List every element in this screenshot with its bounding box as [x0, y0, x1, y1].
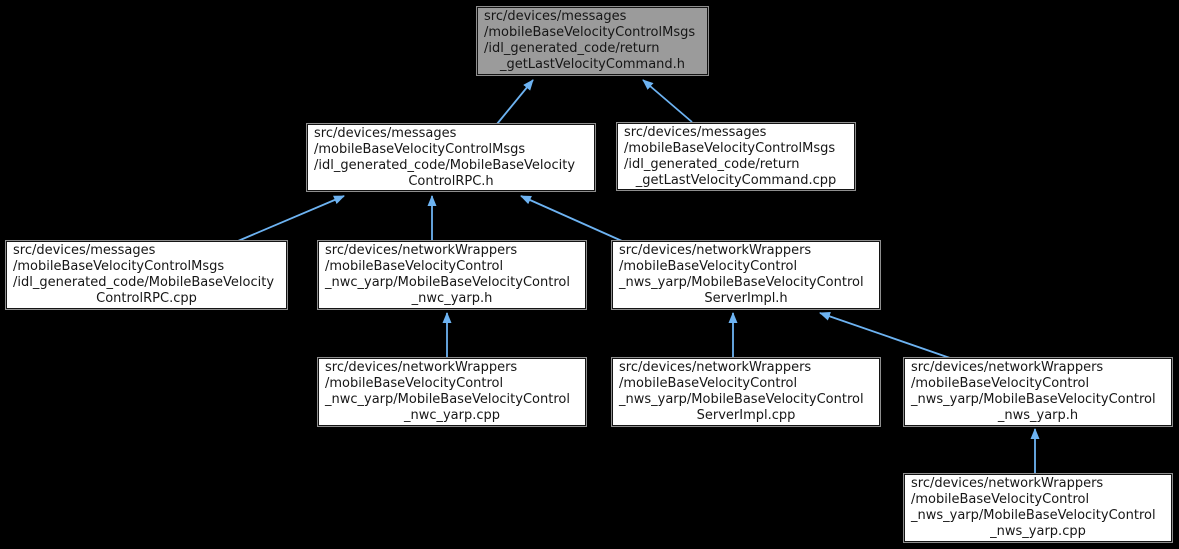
node-label-line: src/devices/networkWrappers	[619, 243, 812, 258]
node-label-line: _nws_yarp/MobileBaseVelocityControl	[619, 392, 864, 407]
node-label-line: ServerImpl.h	[704, 291, 788, 306]
node-label-line: ControlRPC.cpp	[96, 291, 197, 306]
node-serverimpl-cpp[interactable]: src/devices/networkWrappers /mobileBaseV…	[611, 357, 881, 427]
edge-controlrpc-h-to-return-h	[496, 79, 534, 125]
node-label-line: _getLastVelocityCommand.cpp	[635, 173, 837, 188]
edge-return-cpp-to-return-h	[642, 79, 693, 123]
node-label-line: _getLastVelocityCommand.h	[499, 57, 686, 72]
node-nwc-yarp-cpp[interactable]: src/devices/networkWrappers /mobileBaseV…	[317, 357, 587, 427]
node-label-line: /idl_generated_code/MobileBaseVelocity	[13, 275, 275, 290]
node-label-line: _nwc_yarp/MobileBaseVelocityControl	[325, 275, 570, 290]
node-mobilebasevelocitycontrolrpc-cpp[interactable]: src/devices/messages /mobileBaseVelocity…	[5, 240, 288, 310]
node-label-line: _nws_yarp/MobileBaseVelocityControl	[911, 392, 1156, 407]
node-label-line: _nws_yarp.h	[997, 408, 1079, 423]
node-label-line: /mobileBaseVelocityControl	[619, 259, 798, 274]
node-return-getlastvelocitycommand-h[interactable]: src/devices/messages /mobileBaseVelocity…	[476, 6, 709, 76]
node-label-line: /idl_generated_code/return	[484, 41, 660, 56]
node-label-line: src/devices/networkWrappers	[911, 360, 1104, 375]
node-label-line: /mobileBaseVelocityControl	[325, 259, 504, 274]
node-label-line: /mobileBaseVelocityControlMsgs	[484, 25, 696, 40]
node-label-line: _nws_yarp/MobileBaseVelocityControl	[911, 508, 1156, 523]
node-serverimpl-h[interactable]: src/devices/networkWrappers /mobileBaseV…	[611, 240, 881, 310]
node-mobilebasevelocitycontrolrpc-h[interactable]: src/devices/messages /mobileBaseVelocity…	[306, 123, 596, 192]
node-label-line: _nwc_yarp.h	[411, 291, 493, 306]
node-label-line: _nwc_yarp/MobileBaseVelocityControl	[325, 392, 570, 407]
node-label-line: ControlRPC.h	[408, 174, 494, 189]
node-label-line: _nwc_yarp.cpp	[403, 408, 501, 423]
node-label-line: ServerImpl.cpp	[696, 408, 796, 423]
node-nws-yarp-h[interactable]: src/devices/networkWrappers /mobileBaseV…	[903, 357, 1173, 427]
edge-nws-yarp-h-to-serverimpl-h	[819, 312, 951, 359]
node-label-line: /mobileBaseVelocityControlMsgs	[624, 141, 836, 156]
node-label-line: src/devices/networkWrappers	[325, 360, 518, 375]
node-label-line: src/devices/networkWrappers	[619, 360, 812, 375]
node-label-line: _nws_yarp.cpp	[990, 524, 1086, 539]
edge-serverimpl-h-to-controlrpc-h	[520, 195, 623, 242]
node-label-line: /mobileBaseVelocityControl	[619, 376, 798, 391]
node-label-line: src/devices/networkWrappers	[325, 243, 518, 258]
node-label-line: /mobileBaseVelocityControlMsgs	[314, 142, 526, 157]
node-label-line: /mobileBaseVelocityControl	[911, 492, 1090, 507]
node-label-line: src/devices/messages	[13, 243, 156, 258]
node-label-line: /mobileBaseVelocityControlMsgs	[13, 259, 225, 274]
node-nws-yarp-cpp[interactable]: src/devices/networkWrappers /mobileBaseV…	[903, 473, 1173, 543]
node-label-line: /mobileBaseVelocityControl	[325, 376, 504, 391]
node-label-line: /idl_generated_code/return	[624, 157, 800, 172]
node-return-getlastvelocitycommand-cpp[interactable]: src/devices/messages /mobileBaseVelocity…	[616, 122, 856, 191]
node-label-line: src/devices/networkWrappers	[911, 476, 1104, 491]
node-label-line: /mobileBaseVelocityControl	[911, 376, 1090, 391]
node-label-line: /idl_generated_code/MobileBaseVelocity	[314, 158, 576, 173]
node-label-line: src/devices/messages	[314, 126, 457, 141]
edge-controlrpc-cpp-to-controlrpc-h	[237, 195, 345, 242]
node-label-line: _nws_yarp/MobileBaseVelocityControl	[619, 275, 864, 290]
node-nwc-yarp-h[interactable]: src/devices/networkWrappers /mobileBaseV…	[317, 240, 587, 310]
node-label-line: src/devices/messages	[484, 9, 627, 24]
node-label-line: src/devices/messages	[624, 125, 767, 140]
